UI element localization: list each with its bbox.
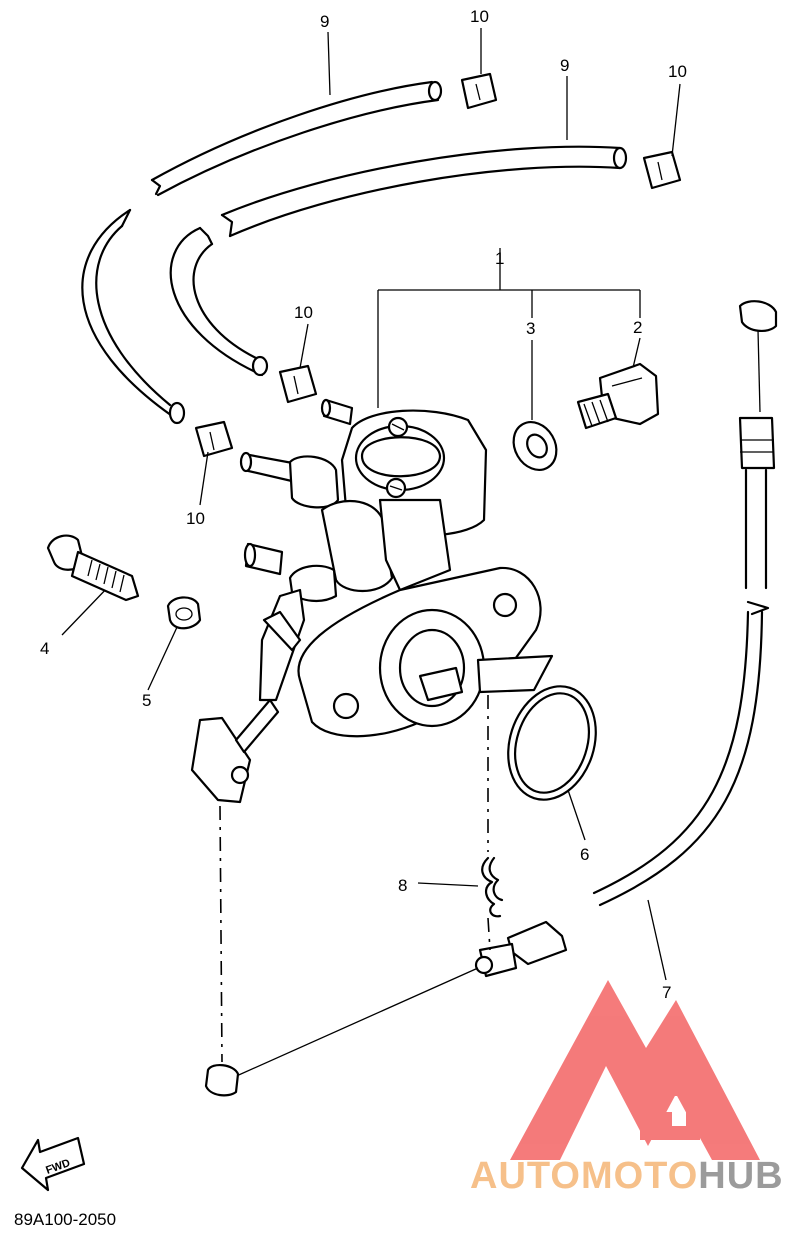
- clamp-middle: [278, 364, 318, 404]
- o-ring-part-6: [507, 685, 597, 801]
- clamp-top-right: [642, 150, 682, 190]
- assembly-center-lines: [219, 695, 491, 1063]
- callout-4: 4: [40, 639, 49, 658]
- watermark-logo: [510, 980, 760, 1160]
- bolt-part-2: [576, 362, 660, 430]
- clip-part-8: [481, 856, 504, 918]
- diagram-code: 89A100-2050: [14, 1210, 116, 1229]
- fwd-direction-badge: FWD: [20, 1136, 86, 1192]
- callout-5: 5: [142, 691, 151, 710]
- oil-pump-assembly: [190, 398, 554, 804]
- hose-upper-right: [169, 145, 628, 377]
- callout-10-top: 10: [470, 7, 489, 26]
- callout-8: 8: [398, 876, 407, 895]
- watermark-brand-b: HUB: [698, 1155, 783, 1197]
- callout-9-left: 9: [320, 12, 329, 31]
- hose-upper-left: [81, 80, 443, 425]
- callout-10-right: 10: [668, 62, 687, 81]
- cable-part-7: [204, 300, 778, 1097]
- callout-labels: 9 10 9 10 10 10 1 2 3 4 5 6 7 8: [40, 7, 687, 1002]
- washer-part-5: [166, 596, 202, 630]
- bolt-part-4: [46, 534, 140, 602]
- callout-10-lower: 10: [186, 509, 205, 528]
- callout-10-middle: 10: [294, 303, 313, 322]
- watermark-triangle-icon: [510, 980, 760, 1160]
- watermark-inner-mark-icon: [620, 1080, 700, 1140]
- callout-6: 6: [580, 845, 589, 864]
- callout-3: 3: [526, 319, 535, 338]
- watermark-brand-a: AUTOMOTO: [470, 1155, 698, 1197]
- callout-9-right: 9: [560, 56, 569, 75]
- washer-part-3: [512, 421, 558, 471]
- clamp-top-center: [460, 72, 498, 110]
- callout-leaders: [61, 28, 681, 981]
- watermark-text: AUTOMOTOHUB: [470, 1155, 784, 1197]
- callout-2: 2: [633, 318, 642, 337]
- clamp-lower-left: [194, 420, 234, 458]
- callout-7: 7: [662, 983, 671, 1002]
- callout-1: 1: [495, 249, 504, 268]
